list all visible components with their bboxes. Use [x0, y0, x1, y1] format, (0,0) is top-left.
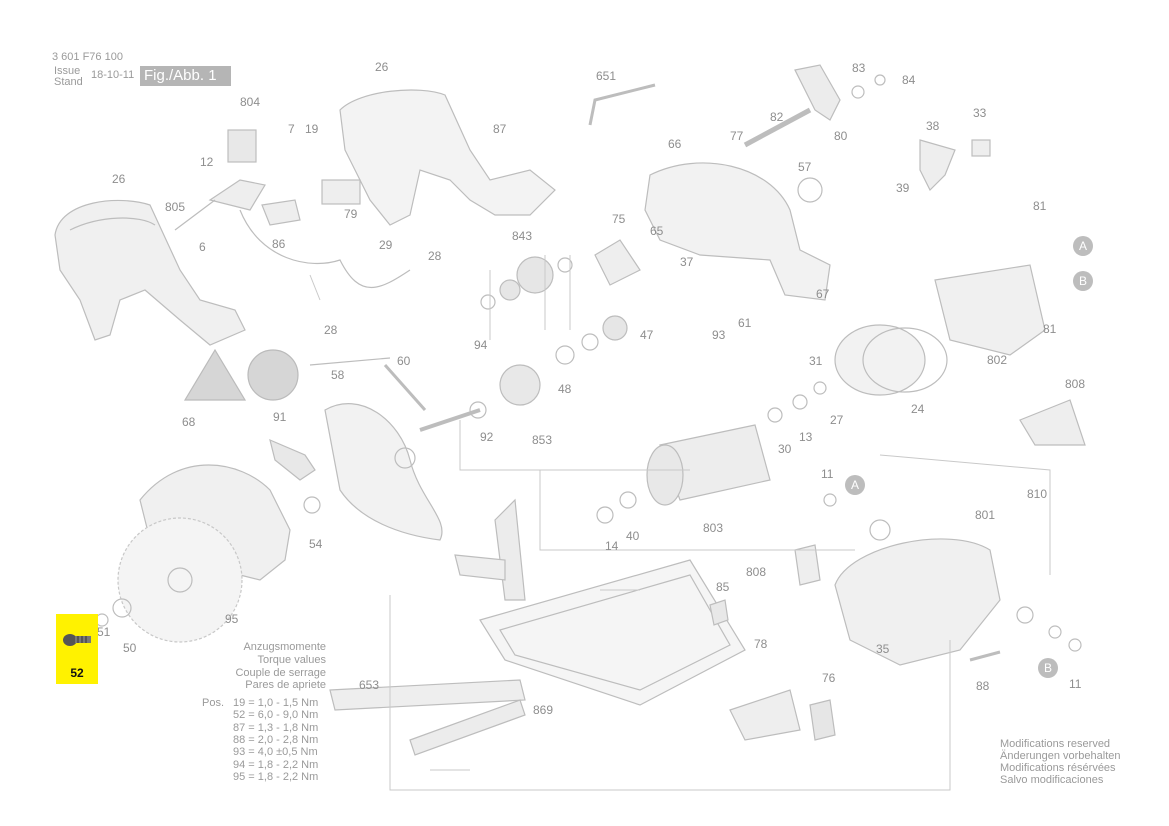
footer-line: Salvo modificaciones: [1000, 774, 1104, 786]
callout-label: 37: [680, 255, 694, 269]
callout-label: 40: [626, 529, 640, 543]
torque-title-de: Anzugsmomente: [243, 641, 326, 653]
callout-label: 91: [273, 410, 287, 424]
callout-label: 33: [973, 106, 987, 120]
callout-label: 79: [344, 207, 358, 221]
callout-label: 47: [640, 328, 654, 342]
reference-badge: B: [1073, 271, 1093, 291]
issue-label: Issue: [54, 65, 81, 77]
reference-badge: A: [1073, 236, 1093, 256]
screw-icon: [63, 634, 91, 646]
callout-label: 27: [830, 413, 844, 427]
callout-label: 84: [902, 73, 916, 87]
callout-label: 76: [822, 671, 836, 685]
callout-label: 810: [1027, 487, 1048, 501]
callout-label: 57: [798, 160, 812, 174]
callout-label: 66: [668, 137, 682, 151]
callout-label: 83: [852, 61, 866, 75]
callout-label: 51: [97, 625, 111, 639]
callout-label: 65: [650, 224, 664, 238]
callout-label: 808: [746, 565, 767, 579]
callout-label: 67: [816, 287, 830, 301]
callout-label: 13: [799, 430, 813, 444]
callout-label: 31: [809, 354, 823, 368]
callout-label: 853: [532, 433, 553, 447]
callout-label: 68: [182, 415, 196, 429]
callout-label: 26: [112, 172, 126, 186]
torque-row: 95 = 1,8 - 2,2 Nm: [233, 771, 319, 783]
callout-label: 61: [738, 316, 752, 330]
torque-row: 52 = 6,0 - 9,0 Nm: [233, 709, 319, 721]
callout-label: 54: [309, 537, 323, 551]
callout-label: 11: [821, 467, 834, 481]
callout-label: 78: [754, 637, 768, 651]
callout-label: 80: [834, 129, 848, 143]
torque-title-en: Torque values: [257, 654, 327, 666]
callout-label: 801: [975, 508, 996, 522]
callout-label: 92: [480, 430, 494, 444]
callout-label: 60: [397, 354, 411, 368]
callout-label: 82: [770, 110, 784, 124]
callout-label: 35: [876, 642, 890, 656]
callout-label: 50: [123, 641, 137, 655]
callout-label: 94: [474, 338, 488, 352]
reference-badge: A: [845, 475, 865, 495]
callout-label: 802: [987, 353, 1008, 367]
footer-line: Modifications reserved: [1000, 738, 1111, 750]
footer-line: Modifications résérvées: [1000, 762, 1116, 774]
callout-label: 77: [730, 129, 744, 143]
stand-label: Stand: [54, 76, 83, 88]
callout-label: 93: [712, 328, 726, 342]
callout-label: 26: [375, 60, 389, 74]
callout-label: 653: [359, 678, 380, 692]
callout-label: 75: [612, 212, 626, 226]
callout-label: 87: [493, 122, 507, 136]
callout-label: 48: [558, 382, 572, 396]
callout-label: 651: [596, 69, 617, 83]
footer-line: Änderungen vorbehalten: [1000, 750, 1121, 762]
part-number: 3 601 F76 100: [52, 51, 123, 63]
callout-label: 28: [428, 249, 442, 263]
torque-row: 88 = 2,0 - 2,8 Nm: [233, 734, 319, 746]
callout-label: 805: [165, 200, 186, 214]
callout-label: 95: [225, 612, 239, 626]
callout-label: 11: [1069, 677, 1082, 691]
callout-label: 39: [896, 181, 910, 195]
highlighted-part-number: 52: [70, 666, 84, 680]
callout-label: 81: [1033, 199, 1047, 213]
callout-label: 86: [272, 237, 286, 251]
reference-badge: B: [1038, 658, 1058, 678]
callout-label: 58: [331, 368, 345, 382]
torque-title-es: Pares de apriete: [245, 679, 326, 691]
highlighted-part[interactable]: 52: [56, 614, 98, 684]
torque-title-fr: Couple de serrage: [235, 667, 326, 679]
torque-row: 94 = 1,8 - 2,2 Nm: [233, 759, 319, 771]
callout-label: 19: [305, 122, 319, 136]
callout-label: 803: [703, 521, 724, 535]
callout-label: 14: [605, 539, 619, 553]
torque-row: 87 = 1,3 - 1,8 Nm: [233, 722, 319, 734]
callout-label: 6: [199, 240, 206, 254]
callout-label: 12: [200, 155, 214, 169]
callout-label: 28: [324, 323, 338, 337]
callout-label: 24: [911, 402, 925, 416]
pos-label: Pos.: [202, 697, 225, 709]
torque-row: 19 = 1,0 - 1,5 Nm: [233, 697, 319, 709]
callout-label: 88: [976, 679, 990, 693]
callout-label: 30: [778, 442, 792, 456]
callout-label: 38: [926, 119, 940, 133]
callout-label: 7: [288, 122, 295, 136]
callout-label: 843: [512, 229, 533, 243]
callout-label: 29: [379, 238, 393, 252]
torque-row: 93 = 4,0 ±0,5 Nm: [233, 746, 318, 758]
issue-date: 18-10-11: [91, 69, 135, 81]
callout-label: 81: [1043, 322, 1057, 336]
callout-label: 808: [1065, 377, 1086, 391]
callout-label: 85: [716, 580, 730, 594]
callout-label: 869: [533, 703, 554, 717]
figure-label: Fig./Abb. 1: [140, 66, 231, 86]
callout-label: 804: [240, 95, 261, 109]
